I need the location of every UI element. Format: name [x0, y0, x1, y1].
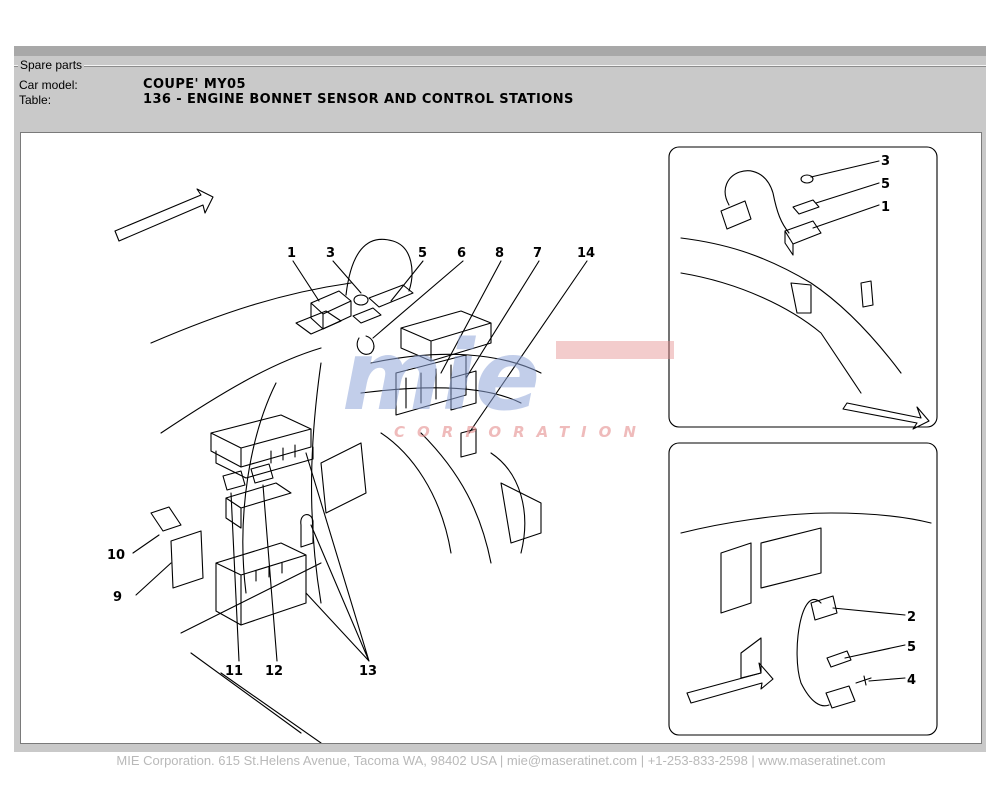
watermark-logo: mie: [342, 320, 540, 432]
callout-14[interactable]: 14: [577, 246, 595, 261]
table-value: 136 - ENGINE BONNET SENSOR AND CONTROL S…: [143, 92, 574, 107]
callout-11[interactable]: 11: [225, 664, 243, 679]
inset-bottom-callout-2[interactable]: 2: [907, 610, 916, 625]
inset-top-callout-1[interactable]: 1: [881, 200, 890, 215]
callout-12[interactable]: 12: [265, 664, 283, 679]
inset-direction-arrow-icon: [842, 402, 930, 430]
inset-bottom-callout-5[interactable]: 5: [907, 640, 916, 655]
inset-bottom-direction-arrow-icon: [686, 662, 774, 704]
spare-parts-groupbox-header: Spare parts: [14, 56, 986, 76]
inset-bottom-detail: [668, 442, 938, 736]
parts-diagram-canvas: mie CORPORATION 1 3 5 6 8 7 14 10 9 11 1…: [20, 132, 982, 768]
callout-13[interactable]: 13: [359, 664, 377, 679]
parts-diagram: mie CORPORATION 1 3 5 6 8 7 14 10 9 11 1…: [107, 146, 938, 743]
footer-contact-text: MIE Corporation. 615 St.Helens Avenue, T…: [116, 753, 886, 768]
callout-7[interactable]: 7: [533, 246, 542, 261]
inset-top-callout-3[interactable]: 3: [881, 154, 890, 169]
callout-3[interactable]: 3: [326, 246, 335, 261]
direction-arrow-icon: [114, 188, 214, 242]
inset-top-detail: [668, 146, 938, 428]
callout-1[interactable]: 1: [287, 246, 296, 261]
spare-parts-panel: Spare parts Car model: COUPE' MY05 Table…: [14, 46, 986, 768]
inset-top-callout-5[interactable]: 5: [881, 177, 890, 192]
section-title: Spare parts: [18, 58, 85, 72]
car-model-value: COUPE' MY05: [143, 77, 246, 92]
callout-10[interactable]: 10: [107, 548, 125, 563]
watermark-corporation-text: CORPORATION: [394, 423, 648, 441]
callout-6[interactable]: 6: [457, 246, 466, 261]
inset-bottom-callout-4[interactable]: 4: [907, 673, 916, 688]
callout-8[interactable]: 8: [495, 246, 504, 261]
car-model-label: Car model:: [19, 78, 78, 92]
table-label: Table:: [19, 93, 52, 107]
callout-5[interactable]: 5: [418, 246, 427, 261]
callout-9[interactable]: 9: [113, 590, 122, 605]
window-top-bar: [14, 46, 986, 56]
